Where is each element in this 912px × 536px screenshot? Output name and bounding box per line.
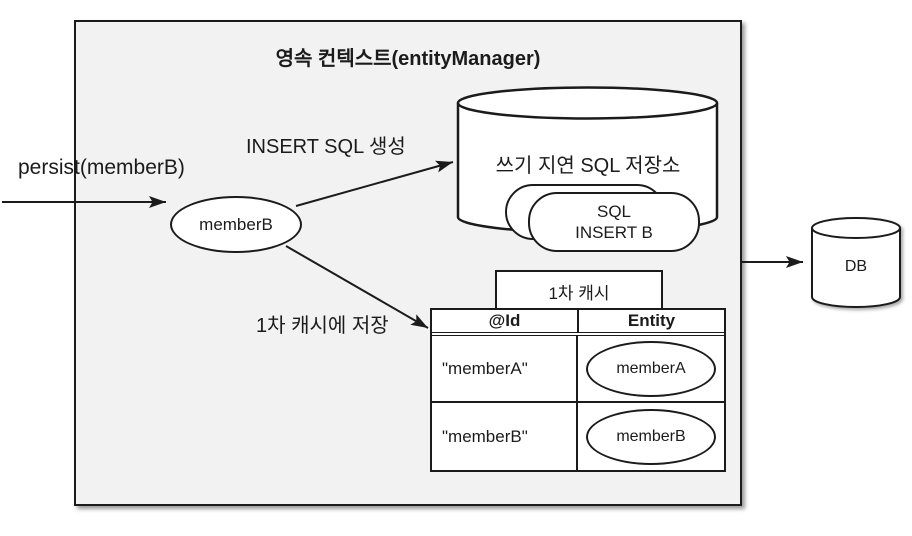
member-b-entity-label: memberB — [616, 427, 686, 445]
cache-table-header-id: @Id — [432, 310, 579, 332]
persistence-context-title: 영속 컨텍스트(entityManager) — [275, 48, 541, 70]
row-id-value: "memberB" — [432, 403, 578, 470]
row-id-value: "memberA" — [432, 336, 578, 401]
cache-table-header: @Id Entity — [432, 310, 724, 336]
table-row: "memberB" memberB — [432, 403, 724, 470]
sql-card-front: SQL INSERT B — [528, 192, 700, 252]
member-entity-node: memberB — [170, 196, 302, 253]
table-row: "memberA" memberA — [432, 336, 724, 403]
sql-store-title: 쓰기 지연 SQL 저장소 — [495, 155, 681, 177]
sql-card-line2: INSERT B — [575, 223, 653, 242]
member-b-entity-node: memberB — [586, 408, 716, 465]
first-level-cache-title: 1차 캐시 — [548, 283, 610, 303]
cache-save-arrow-label: 1차 캐시에 저장 — [256, 315, 389, 337]
row-entity-cell: memberB — [578, 403, 724, 470]
db-label: DB — [844, 258, 868, 275]
sql-card-line1: SQL — [596, 201, 632, 221]
cache-table-header-entity: Entity — [627, 311, 676, 330]
member-entity-label: memberB — [199, 214, 273, 234]
member-a-entity-node: memberA — [586, 340, 716, 397]
persist-call-label: persist(memberB) — [18, 156, 185, 179]
first-level-cache-title-box: 1차 캐시 — [495, 270, 663, 312]
insert-sql-arrow-label: INSERT SQL 생성 — [246, 136, 406, 158]
member-a-entity-label: memberA — [616, 359, 686, 377]
first-level-cache-table: @Id Entity "memberA" memberA "memberB" m… — [430, 308, 726, 472]
row-entity-cell: memberA — [578, 336, 724, 401]
